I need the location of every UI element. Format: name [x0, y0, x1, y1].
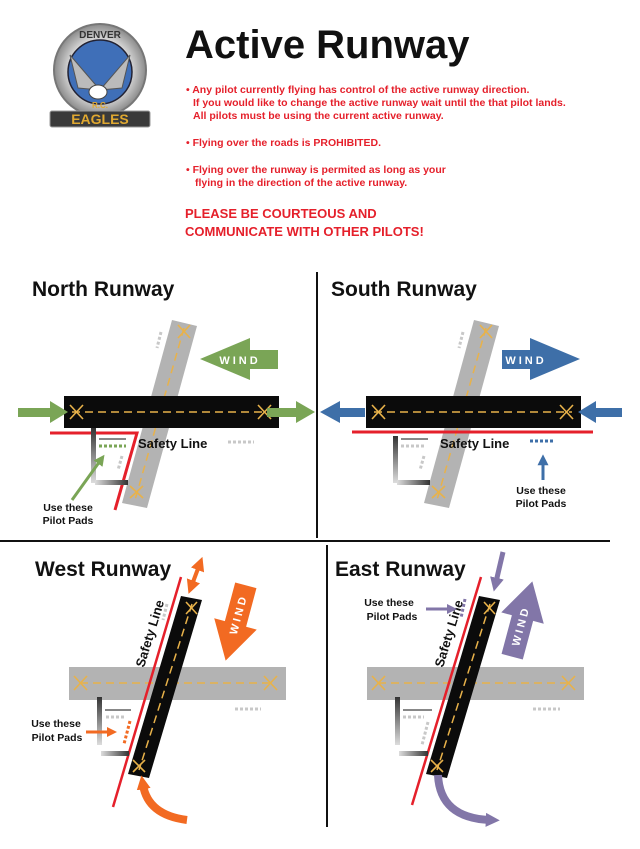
safety-line — [111, 576, 183, 808]
safety-line-label: Safety Line — [138, 436, 207, 451]
pilot-pads-label: Use these — [516, 485, 566, 497]
pointer-arrow-icon — [70, 454, 105, 501]
panel-title: West Runway — [35, 558, 171, 581]
curved-arrow-icon — [136, 775, 188, 824]
curved-arrow-icon — [434, 774, 500, 827]
page-title: Active Runway — [185, 23, 470, 67]
pilot-pads — [459, 598, 467, 619]
wind-arrow-left-icon — [200, 338, 278, 380]
courtesy-line: PLEASE BE COURTEOUS AND — [185, 206, 377, 221]
pilot-pads-label: Use these — [43, 502, 93, 514]
arrow-down-icon — [490, 551, 506, 592]
eagle-head-icon — [88, 84, 108, 100]
arrow-left-icon — [320, 401, 365, 423]
panel-east-runway: East Runway Safety Line WIND Use these P… — [335, 551, 584, 827]
arrow-left-icon — [578, 401, 622, 423]
wind-arrow-down-icon: WIND — [214, 582, 257, 661]
rule-line: • Any pilot currently flying has control… — [186, 84, 530, 96]
rule-line: • Flying over the runway is permited as … — [186, 164, 446, 176]
arrow-right-icon — [18, 401, 68, 423]
pilot-pads — [122, 720, 132, 745]
pilot-pads-label: Use these — [31, 718, 81, 730]
arrow-right-icon — [267, 401, 315, 423]
rule-line: All pilots must be using the current act… — [193, 110, 444, 122]
courtesy-line: COMMUNICATE WITH OTHER PILOTS! — [185, 224, 424, 239]
pilot-pads-label: Use these — [364, 597, 414, 609]
pilot-pads-label: Pilot Pads — [367, 611, 418, 623]
panel-south-runway: South Runway WIND Safety Line Use these … — [320, 278, 622, 510]
rule-line: flying in the direction of the active ru… — [195, 177, 407, 189]
panel-title: East Runway — [335, 558, 466, 581]
rule-line: If you would like to change the active r… — [193, 97, 566, 109]
safety-line-label: Safety Line — [440, 436, 509, 451]
panel-north-runway: North Runway WIND Safety Line Use these … — [18, 278, 315, 527]
club-logo: DENVER R.C. EAGLES — [49, 23, 151, 128]
wind-arrow-right-icon — [502, 338, 580, 380]
active-runway — [426, 596, 500, 778]
wind-label: WIND — [505, 355, 546, 367]
logo-bottom-text: EAGLES — [71, 111, 129, 127]
safety-line — [410, 576, 483, 806]
pilot-pads-label: Pilot Pads — [516, 498, 567, 510]
safety-line-label: Safety Line — [133, 598, 168, 669]
active-runway — [128, 596, 202, 778]
panel-title: North Runway — [32, 278, 175, 301]
logo-mid-text: R.C. — [92, 101, 108, 110]
pilot-pads-label: Pilot Pads — [43, 515, 94, 527]
panel-west-runway: West Runway Safety Line WIND Use these P… — [31, 556, 286, 824]
logo-top-text: DENVER — [79, 30, 121, 41]
double-arrow-icon — [186, 556, 205, 594]
eagle-wings-icon — [69, 54, 131, 91]
rule-line: • Flying over the roads is PROHIBITED. — [186, 137, 381, 149]
wind-label: WIND — [219, 355, 260, 367]
pilot-pads-label: Pilot Pads — [32, 732, 83, 744]
panel-title: South Runway — [331, 278, 477, 301]
wind-arrow-up-icon: WIND — [501, 581, 544, 660]
